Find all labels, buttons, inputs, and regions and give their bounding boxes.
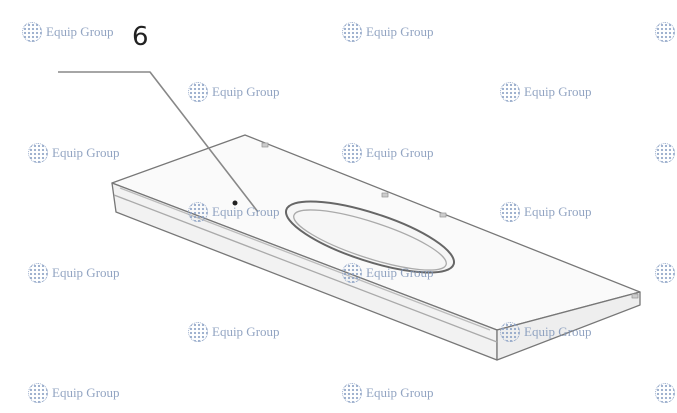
leader-line (58, 71, 259, 213)
watermark: Equip Group (655, 22, 677, 42)
watermark-text: Equip Group (212, 84, 280, 99)
watermark-text: Equip Group (52, 385, 120, 400)
globe-icon (28, 263, 48, 283)
watermark-text: Equip Group (366, 265, 434, 280)
watermark-text: Equip Group (212, 324, 280, 339)
watermark: Equip Group (500, 202, 592, 222)
fastener-dot (232, 200, 238, 206)
globe-icon (342, 143, 362, 163)
watermark: Equip Group (342, 22, 434, 42)
watermark-text: Equip Group (366, 24, 434, 39)
watermark: Equip Group (342, 383, 434, 403)
globe-icon (342, 383, 362, 403)
watermark-text: Equip Group (52, 265, 120, 280)
watermark-text: Equip Group (524, 204, 592, 219)
watermark: Equip Group (500, 82, 592, 102)
globe-icon (188, 202, 208, 222)
watermark: Equip Group (28, 143, 120, 163)
globe-icon (28, 383, 48, 403)
watermark: Equip Group (655, 263, 677, 283)
globe-icon (655, 22, 675, 42)
globe-icon (188, 322, 208, 342)
watermark: Equip Group (188, 202, 280, 222)
globe-icon (655, 143, 675, 163)
watermark: Equip Group (28, 263, 120, 283)
globe-icon (655, 383, 675, 403)
watermark: Equip Group (28, 383, 120, 403)
globe-icon (22, 22, 42, 42)
watermark: Equip Group (188, 322, 280, 342)
plate-side-face (496, 291, 641, 361)
watermark: Equip Group (188, 82, 280, 102)
watermark-text: Equip Group (524, 84, 592, 99)
watermark: Equip Group (342, 143, 434, 163)
globe-icon (188, 82, 208, 102)
part-number-label: 6 (132, 22, 149, 52)
watermark-text: Equip Group (366, 145, 434, 160)
globe-icon (500, 82, 520, 102)
globe-icon (342, 22, 362, 42)
watermark: Equip Group (500, 322, 592, 342)
globe-icon (500, 322, 520, 342)
watermark-text: Equip Group (524, 324, 592, 339)
plate-opening (284, 200, 456, 274)
watermark: Equip Group (655, 143, 677, 163)
watermark-text: Equip Group (52, 145, 120, 160)
globe-icon (500, 202, 520, 222)
globe-icon (28, 143, 48, 163)
watermark-text: Equip Group (212, 204, 280, 219)
watermark: Equip Group (342, 263, 434, 283)
globe-icon (342, 263, 362, 283)
watermark: Equip Group (22, 22, 114, 42)
watermark: Equip Group (655, 383, 677, 403)
globe-icon (655, 263, 675, 283)
watermark-text: Equip Group (46, 24, 114, 39)
watermark-text: Equip Group (366, 385, 434, 400)
